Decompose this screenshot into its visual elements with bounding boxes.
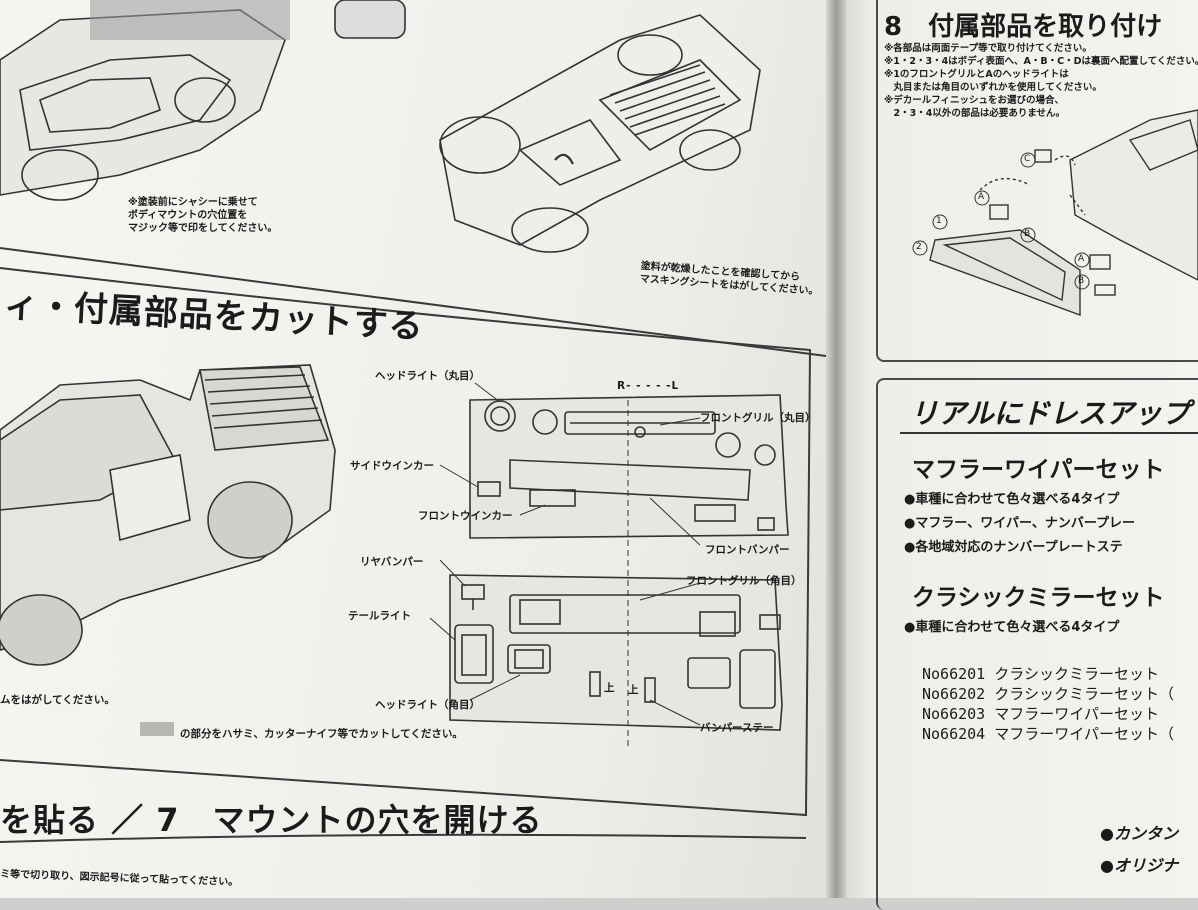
muffler-bullets: ●車種に合わせて色々選べる4タイプ ●マフラー、ワイパー、ナンバープレー ●各地… xyxy=(904,488,1135,560)
section6-border xyxy=(0,267,812,817)
product-item: No66202 クラシックミラーセット（ xyxy=(922,685,1174,703)
product-item: No66203 マフラーワイパーセット xyxy=(922,705,1159,723)
section8-note: ※1のフロントグリルとAのヘッドライトは xyxy=(884,69,1069,80)
muffler-bullet: ●車種に合わせて色々選べる4タイプ xyxy=(904,492,1120,507)
marker-2: 2 xyxy=(916,242,922,252)
label-headlight-round: ヘッドライト（丸目） xyxy=(375,370,480,382)
muffler-title: マフラーワイパーセット xyxy=(912,457,1165,483)
section8-box xyxy=(876,0,1198,362)
product-item: No66201 クラシックミラーセット xyxy=(922,665,1159,683)
dressup-title: リアルにドレスアップ xyxy=(910,397,1190,430)
section8-note: ※各部品は両面テープ等で取り付けてください。 xyxy=(884,43,1092,54)
label-front-winker: フロントウインカー xyxy=(418,510,513,522)
note-chassis-line: ※塗装前にシャシーに乗せて xyxy=(128,197,258,208)
label-tail-light: テールライト xyxy=(348,610,411,622)
dressup-rule xyxy=(900,432,1198,434)
section8-note: 丸目または角目のいずれかを使用してください。 xyxy=(884,82,1102,93)
leader-lines xyxy=(429,382,701,726)
cut-area-swatch xyxy=(140,722,174,736)
marker-a: A xyxy=(978,192,985,202)
note-chassis-line: マジック等で印をしてください。 xyxy=(128,223,278,234)
label-rl: R- - - - -L xyxy=(617,380,680,392)
product-item: No66204 マフラーワイパーセット（ xyxy=(922,725,1174,743)
parts-sheet-square xyxy=(449,400,783,750)
section8-note: 2・3・4以外の部品は必要ありません。 xyxy=(884,108,1066,119)
muffler-bullet: ●マフラー、ワイパー、ナンバープレー xyxy=(904,516,1136,531)
page-gutter xyxy=(826,0,846,898)
label-bumper-stay: バンパーステー xyxy=(700,722,774,734)
section7-border xyxy=(0,833,807,843)
mirror-title: クラシックミラーセット xyxy=(912,585,1165,611)
marker-c: C xyxy=(1024,154,1031,164)
note-cut: の部分をハサミ、カッターナイフ等でカットしてください。 xyxy=(180,728,463,740)
bottom-bullet-2: ●オリジナ xyxy=(1100,856,1178,875)
dressup-box xyxy=(876,378,1198,910)
section8-note: ※1・2・3・4はボディ表面へ、A・B・C・Dは裏面へ配置してください。 xyxy=(884,56,1198,67)
marker-1: 1 xyxy=(936,216,942,226)
label-rear-bumper: リヤバンパー xyxy=(360,556,424,568)
label-headlight-square: ヘッドライト（角目） xyxy=(375,699,480,711)
note-chassis: ※塗装前にシャシーに乗せて ボディマウントの穴位置を マジック等で印をしてくださ… xyxy=(128,196,277,235)
section8-title: 8 付属部品を取り付け xyxy=(884,12,1163,42)
masked-body-illustration xyxy=(439,14,761,253)
section7-title: を貼る ／ 7 マウントの穴を開ける xyxy=(0,801,543,839)
label-up-1: 上 xyxy=(604,682,615,694)
parts-attachment-illustration xyxy=(929,109,1198,317)
label-up-2: 上 xyxy=(628,684,639,696)
note-film: ムをはがしてください。 xyxy=(0,694,115,706)
product-list: No66201 クラシックミラーセット No66202 クラシックミラーセット（… xyxy=(922,664,1174,744)
muffler-bullet: ●各地域対応のナンバープレートステ xyxy=(904,540,1123,555)
section8-note: ※デカールフィニッシュをお選びの場合、 xyxy=(884,95,1065,106)
label-front-grill-round: フロントグリル（丸目） xyxy=(700,412,816,424)
bottom-bullet-1: ●カンタン xyxy=(1100,824,1178,843)
label-front-bumper: フロントバンパー xyxy=(705,544,790,556)
mirror-bullet: ●車種に合わせて色々選べる4タイプ xyxy=(904,620,1120,635)
label-side-winker: サイドウインカー xyxy=(350,460,434,472)
painted-body-illustration xyxy=(0,0,406,201)
truck-illustration xyxy=(0,364,336,666)
section8-notes: ※各部品は両面テープ等で取り付けてください。 ※1・2・3・4はボディ表面へ、A… xyxy=(884,42,1198,120)
parts-sheet-round xyxy=(469,394,789,539)
marker-b: B xyxy=(1024,229,1031,239)
marker-a2: A xyxy=(1078,254,1085,264)
marker-b2: B xyxy=(1078,276,1085,286)
note-chassis-line: ボディマウントの穴位置を xyxy=(128,210,248,221)
label-front-grill-square: フロントグリル（角目） xyxy=(686,575,802,587)
